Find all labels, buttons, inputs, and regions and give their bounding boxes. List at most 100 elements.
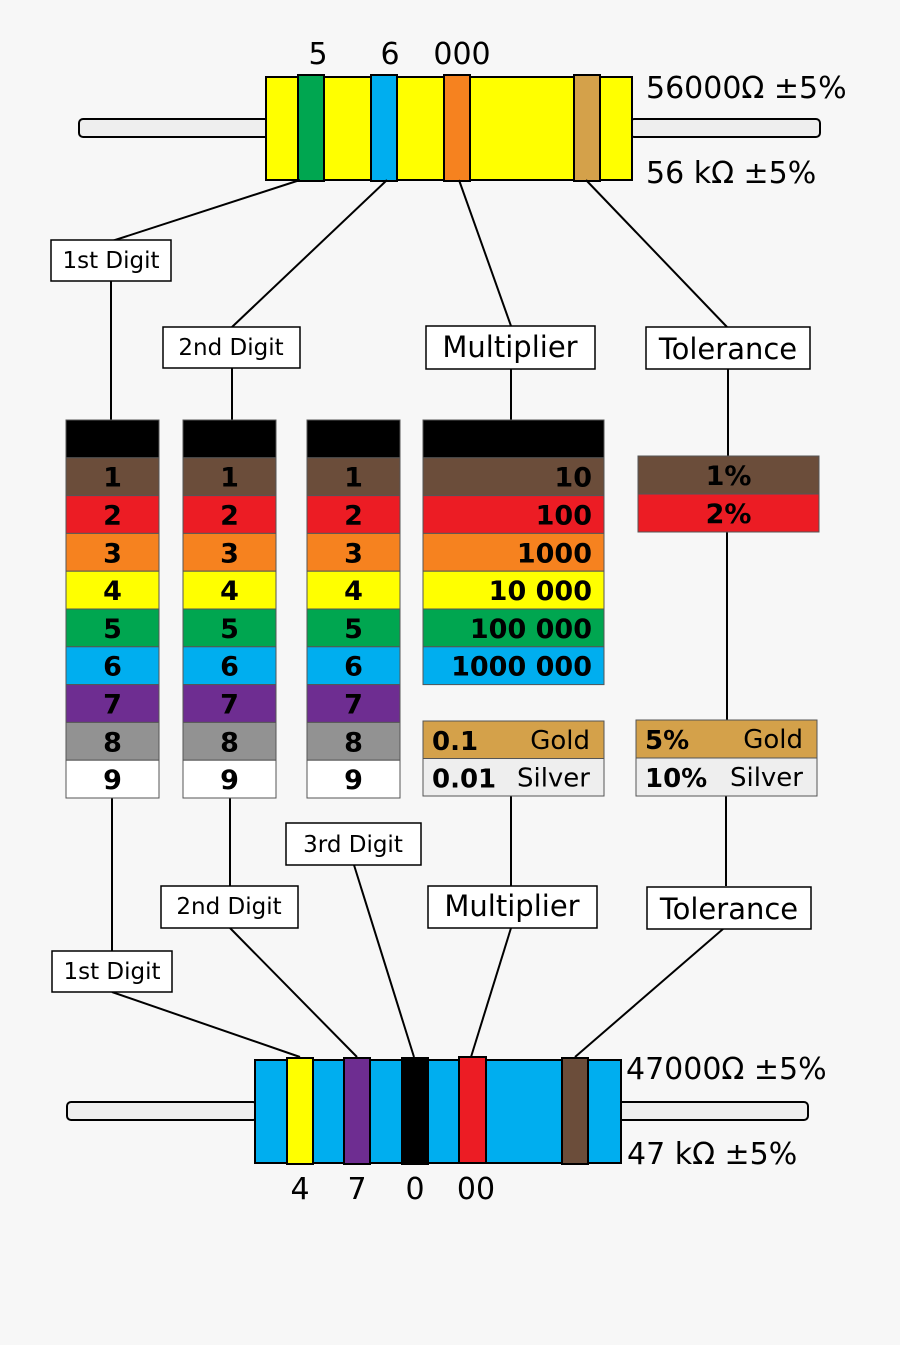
digit-label: 4	[220, 576, 239, 607]
multiplier-cell-yellow	[422, 570, 605, 610]
bottom-resistor: 4 7 0 00 47000Ω ±5% 47 kΩ ±5%	[66, 1052, 827, 1207]
label-2nd-digit-bottom-text: 2nd Digit	[176, 894, 281, 920]
digit-label: 9	[344, 765, 363, 796]
top-band-1	[297, 74, 325, 182]
digit-cell-blue	[182, 646, 277, 686]
multiplier-value: 1	[573, 425, 592, 456]
label-multiplier-bottom: Multiplier	[427, 885, 598, 929]
tolerance-special-value: 5%	[645, 726, 689, 756]
label-tolerance-top: Tolerance	[645, 326, 811, 370]
digit-cell-white	[306, 759, 401, 799]
multiplier-value: 100 000	[470, 614, 592, 645]
multiplier-special-value: 0.1	[432, 727, 478, 757]
multiplier-cell-silver	[422, 758, 605, 797]
top-resistor-value-ohms: 56000Ω ±5%	[646, 71, 847, 106]
digit-cell-green	[306, 608, 401, 648]
digit-label: 0	[344, 425, 363, 456]
tolerance-cell-silver	[635, 757, 818, 797]
tolerance-value: 2%	[706, 499, 752, 530]
digit-cell-orange	[306, 532, 401, 572]
digit-label: 9	[103, 765, 122, 796]
digit-cell-brown	[65, 457, 160, 497]
label-1st-digit-bottom: 1st Digit	[51, 950, 173, 993]
tolerance-special-name: Silver	[730, 763, 803, 793]
digit-label: 7	[220, 690, 239, 721]
tolerance-special-name: Gold	[743, 725, 803, 755]
multiplier-cell-gold	[422, 720, 605, 759]
digit-label: 2	[220, 501, 239, 532]
digit-cell-blue	[65, 646, 160, 686]
bottom-resistor-lead-left	[66, 1101, 258, 1121]
digit-cell-brown	[182, 457, 277, 497]
label-multiplier-bottom-text: Multiplier	[444, 889, 579, 923]
digit-label: 1	[103, 463, 122, 494]
connector-lines	[110, 179, 729, 1058]
label-1st-digit-bottom-text: 1st Digit	[63, 959, 160, 985]
digit-cell-violet	[182, 684, 277, 723]
digit-label: 5	[103, 614, 122, 645]
digit-label: 8	[220, 727, 239, 758]
bottom-band-value-4: 00	[457, 1172, 495, 1207]
tolerance-cell-red	[637, 493, 820, 533]
digit-cell-black	[306, 419, 401, 459]
multiplier-value: 10 000	[489, 576, 592, 607]
digit-label: 3	[220, 538, 239, 569]
top-resistor: 5 6 000 56000Ω ±5% 56 kΩ ±5%	[78, 37, 847, 191]
label-tolerance-bottom: Tolerance	[646, 886, 812, 930]
digit-cell-black	[65, 419, 160, 459]
multiplier-cell-red	[422, 495, 605, 534]
digit-cell-red	[306, 495, 401, 534]
bottom-resistor-lead-right	[617, 1101, 809, 1121]
label-tolerance-top-text: Tolerance	[658, 332, 797, 366]
label-1st-digit-top: 1st Digit	[50, 239, 172, 282]
digit-cell-red	[182, 495, 277, 534]
top-resistor-lead-right	[629, 118, 821, 138]
bottom-band-2	[343, 1057, 371, 1165]
digit-cell-violet	[65, 684, 160, 723]
digit-label: 8	[344, 727, 363, 758]
digit-cell-white	[182, 759, 277, 799]
multiplier-special-name: Gold	[530, 726, 590, 756]
digit-label: 5	[344, 614, 363, 645]
bottom-resistor-value-ohms: 47000Ω ±5%	[626, 1052, 827, 1087]
digit-cell-yellow	[182, 570, 277, 610]
bottom-band-value-3: 0	[405, 1172, 424, 1207]
top-band-2	[370, 74, 398, 182]
digit-cell-yellow	[306, 570, 401, 610]
multiplier-cell-black	[422, 419, 605, 459]
digit-label: 4	[344, 576, 363, 607]
label-2nd-digit-top: 2nd Digit	[162, 326, 301, 369]
tolerance-cell-brown	[637, 455, 820, 495]
top-band-value-2: 6	[380, 37, 399, 72]
digit-label: 4	[103, 576, 122, 607]
top-resistor-lead-left	[78, 118, 270, 138]
digit-cell-brown	[306, 457, 401, 497]
bottom-band-3	[401, 1057, 429, 1165]
digit-label: 2	[344, 501, 363, 532]
label-2nd-digit-bottom: 2nd Digit	[160, 885, 299, 929]
label-multiplier-top-text: Multiplier	[442, 330, 577, 364]
label-3rd-digit-bottom: 3rd Digit	[285, 822, 422, 866]
digit-label: 9	[220, 765, 239, 796]
bottom-band-4	[458, 1056, 487, 1164]
bottom-band-5	[561, 1057, 589, 1165]
top-band-3	[443, 74, 471, 182]
multiplier-value: 10	[554, 463, 592, 494]
digit-label: 7	[103, 690, 122, 721]
multiplier-value: 100	[536, 501, 592, 532]
digit-cell-grey	[306, 721, 401, 761]
bottom-band-value-2: 7	[347, 1172, 366, 1207]
digit-label: 1	[344, 463, 363, 494]
label-tolerance-bottom-text: Tolerance	[659, 892, 798, 926]
tolerance-cell-gold	[635, 719, 818, 759]
label-multiplier-top: Multiplier	[425, 325, 596, 370]
bottom-resistor-value-kohms: 47 kΩ ±5%	[627, 1137, 797, 1172]
digit-cell-black	[182, 419, 277, 459]
digit-label: 2	[103, 501, 122, 532]
label-2nd-digit-top-text: 2nd Digit	[178, 335, 283, 361]
